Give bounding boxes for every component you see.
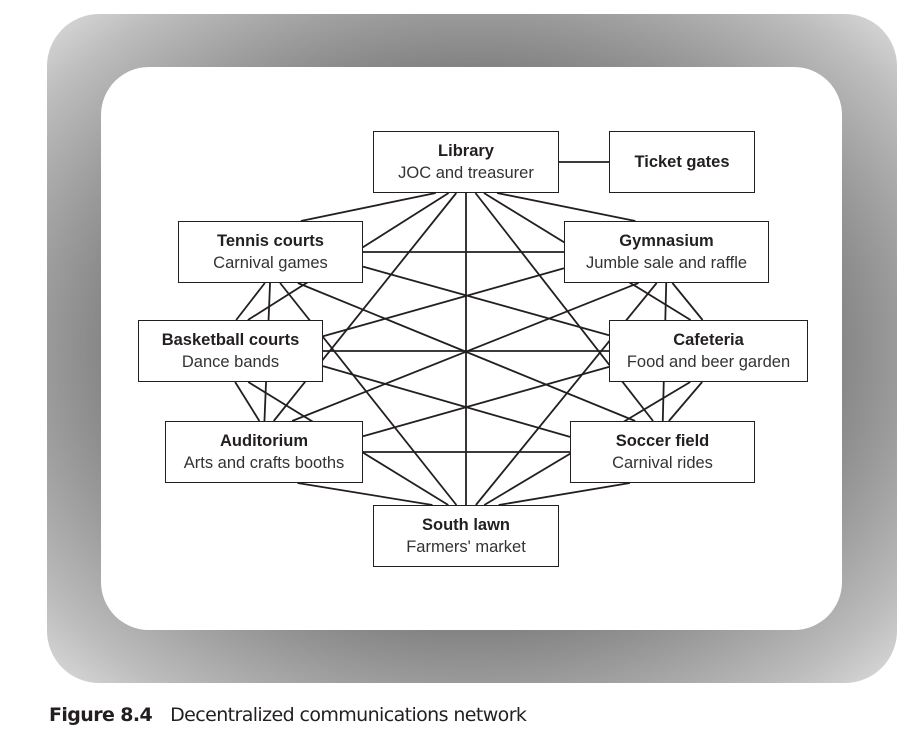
edge-library-auditorium [273,192,457,422]
node-subtitle: Carnival rides [612,454,713,472]
node-title: Soccer field [615,432,710,450]
edge-cafeteria-soccer-field [668,381,703,422]
node-subtitle: Dance bands [181,353,280,371]
edge-library-tennis-courts [300,192,436,222]
node-south-lawn: South lawn Farmers' market [373,505,559,567]
node-gymnasium: Gymnasium Jumble sale and raffle [564,221,769,283]
node-library: Library JOC and treasurer [373,131,559,193]
edge-library-soccer-field [474,192,654,422]
figure-caption: Figure 8.4 Decentralized communications n… [49,704,527,726]
node-subtitle: JOC and treasurer [398,164,534,182]
node-title: Auditorium [220,432,308,450]
edge-gymnasium-cafeteria [671,282,704,321]
node-subtitle: Arts and crafts booths [183,454,345,472]
edge-auditorium-south-lawn [297,482,433,506]
edge-cafeteria-auditorium [362,365,610,438]
node-soccer-field: Soccer field Carnival rides [570,421,755,483]
edge-gymnasium-auditorium [291,282,639,422]
figure-number: Figure 8.4 [49,704,153,726]
node-subtitle: Food and beer garden [626,353,791,371]
node-tennis-courts: Tennis courts Carnival games [178,221,363,283]
edge-basketball-courts-auditorium [234,381,261,422]
node-subtitle: Carnival games [213,254,328,272]
node-title: Gymnasium [619,232,714,250]
node-title: Tennis courts [217,232,324,250]
figure-title: Decentralized communications network [170,704,527,726]
node-basketball-courts: Basketball courts Dance bands [138,320,323,382]
node-subtitle: Farmers' market [406,538,526,556]
node-title: Library [438,142,494,160]
node-title: Cafeteria [673,331,744,349]
edge-tennis-courts-cafeteria [362,265,610,337]
node-subtitle: Jumble sale and raffle [585,254,748,272]
node-auditorium: Auditorium Arts and crafts booths [165,421,363,483]
node-title: Basketball courts [161,331,300,349]
edge-gymnasium-basketball-courts [322,267,565,338]
node-title: Ticket gates [634,153,730,171]
node-cafeteria: Cafeteria Food and beer garden [609,320,808,382]
edge-library-gymnasium [496,192,636,222]
edge-soccer-field-south-lawn [498,482,631,506]
edge-basketball-courts-soccer-field [322,365,571,438]
node-title: South lawn [422,516,510,534]
edge-tennis-courts-basketball-courts [235,282,266,321]
node-ticket-gates: Ticket gates [609,131,755,193]
